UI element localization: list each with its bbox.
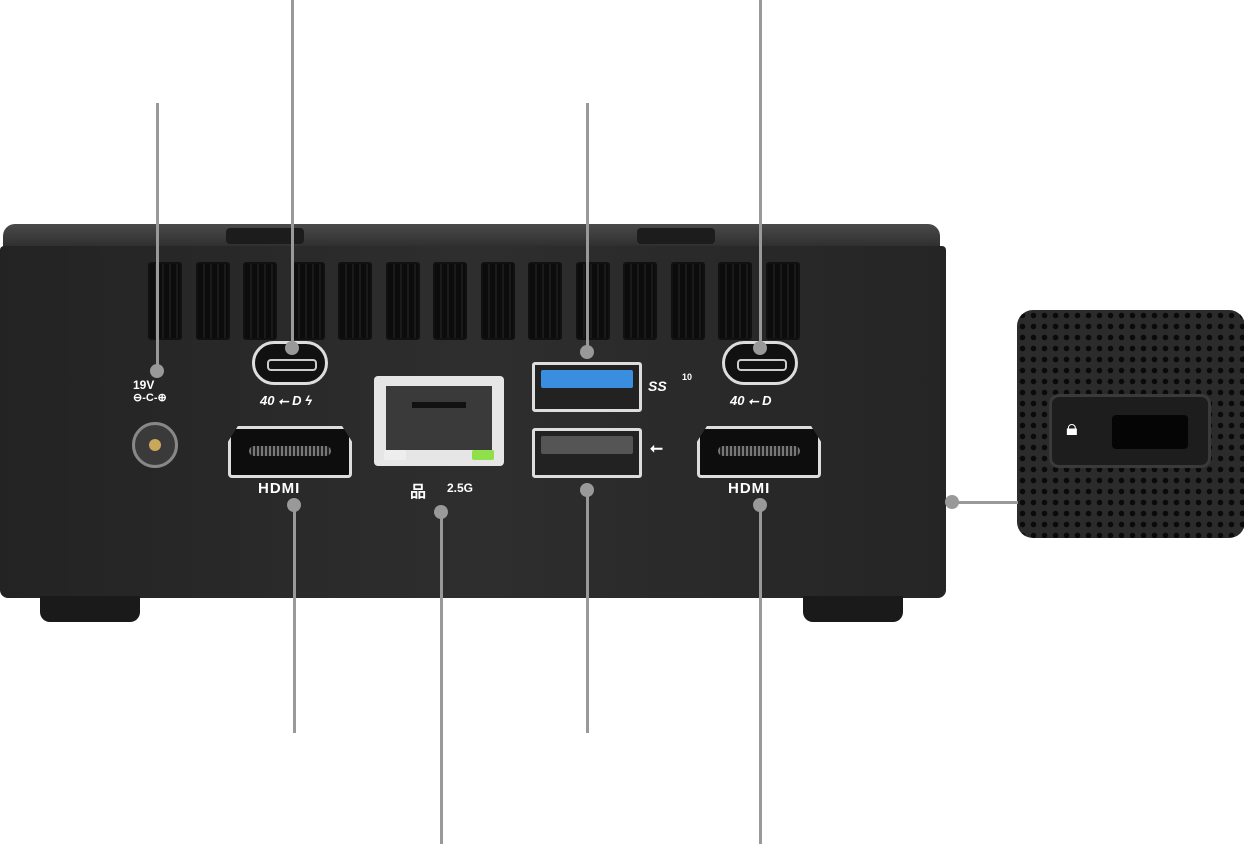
callout-dot <box>580 483 594 497</box>
usb-icon: ⭠ <box>650 440 663 457</box>
vent-slot <box>528 262 562 340</box>
lock-icon: 🔒︎ <box>1066 415 1078 440</box>
usb-c-left-icons: 40 ⭠ D ϟ <box>260 393 312 408</box>
dc-voltage-label: 19V <box>133 378 155 392</box>
vent-slot <box>623 262 657 340</box>
callout-line-dc <box>156 103 159 371</box>
usb-a-3-port[interactable] <box>532 362 642 412</box>
hdmi-left-label: HDMI <box>258 480 301 497</box>
vent-slot <box>290 262 325 340</box>
superspeed-10-label: 10 <box>682 372 693 382</box>
lan-led-link <box>472 450 494 460</box>
callout-line-usb2 <box>586 490 589 733</box>
callout-dot <box>580 345 594 359</box>
callout-line-hdmi-right <box>759 505 762 844</box>
vent-slot <box>148 262 182 340</box>
callout-dot <box>753 498 767 512</box>
lan-led-activity <box>384 450 406 460</box>
vent-slot <box>243 262 277 340</box>
dc-power-jack[interactable] <box>132 422 178 468</box>
vent-slot <box>670 262 705 340</box>
vent-slot <box>765 262 800 340</box>
callout-line-lock <box>952 501 1018 504</box>
vent-slot <box>480 262 515 340</box>
callout-dot <box>945 495 959 509</box>
hdmi-port-right[interactable] <box>697 426 821 478</box>
foot <box>803 596 903 622</box>
callout-line-hdmi-left <box>293 505 296 733</box>
lid-tab <box>226 228 304 244</box>
vent-slot <box>575 262 610 340</box>
dc-polarity-icon: ⊖-C-⊕ <box>133 392 167 404</box>
callout-dot <box>150 364 164 378</box>
vent-slot <box>195 262 230 340</box>
hdmi-port-left[interactable] <box>228 426 352 478</box>
kensington-lock-slot[interactable]: 🔒︎ <box>1049 394 1211 468</box>
usb-c-right-icons: 40 ⭠ D <box>730 393 772 408</box>
callout-dot <box>287 498 301 512</box>
callout-line-usbc-left <box>291 0 294 348</box>
callout-dot <box>285 341 299 355</box>
chassis-lid <box>3 224 940 250</box>
hdmi-right-label: HDMI <box>728 480 771 497</box>
usb-a-2-port[interactable] <box>532 428 642 478</box>
network-icon: 品 <box>410 484 427 501</box>
ethernet-port[interactable] <box>374 376 504 466</box>
vent-slot <box>338 262 372 340</box>
superspeed-label: SS <box>648 378 667 394</box>
callout-dot <box>434 505 448 519</box>
vent-slot <box>718 262 752 340</box>
foot <box>40 596 140 622</box>
side-panel-lock-detail: 🔒︎ <box>1017 310 1244 538</box>
vent-slot <box>433 262 467 340</box>
callout-dot <box>753 341 767 355</box>
lid-tab <box>637 228 715 244</box>
callout-line-usbc-right <box>759 0 762 348</box>
callout-line-usb3 <box>586 103 589 352</box>
vent-slot <box>385 262 420 340</box>
lan-speed-label: 2.5G <box>447 481 474 495</box>
callout-line-lan <box>440 512 443 844</box>
